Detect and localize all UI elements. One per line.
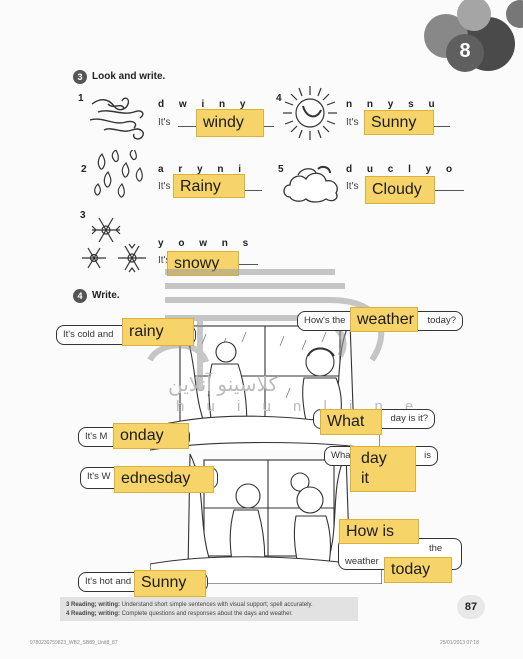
answer-sunny[interactable]: Sunny (134, 570, 206, 597)
item-5-answer[interactable]: Cloudy (365, 176, 435, 204)
answer-wednesday[interactable]: ednesday (114, 466, 214, 493)
item-5-number: 5 (278, 164, 284, 175)
item-3-number: 3 (80, 210, 86, 221)
bubble-8-text: It's hot and (85, 576, 132, 587)
item-1-prefix: It's (158, 117, 171, 128)
sunny-window-scene (150, 441, 382, 584)
answer-day: day (361, 450, 387, 467)
unit-number: 8 (459, 40, 471, 62)
item-1-letters: d w i n y (158, 99, 252, 110)
answer-how-is[interactable]: How is (339, 519, 419, 544)
item-5-letters: d u c l y o (346, 164, 459, 175)
footer-band (60, 597, 358, 621)
page-number: 87 (457, 595, 485, 619)
item-2-letters: a r y n i (158, 164, 248, 175)
footer-line-2-text: Complete questions and responses about t… (121, 611, 293, 617)
bubble-1-text: It's cold and (63, 329, 114, 340)
answer-day-it[interactable]: day it (350, 446, 416, 492)
bubble-2-end: today? (427, 315, 456, 326)
item-1-number: 1 (78, 93, 84, 104)
item-2-prefix: It's (158, 181, 171, 192)
bubble-6-end: is (424, 450, 431, 461)
bubble-3-text: day is it? (390, 413, 429, 424)
answer-it: it (361, 470, 369, 487)
item-5-prefix: It's (346, 181, 359, 192)
bubble-5-text: It's W (87, 471, 111, 482)
wind-icon (89, 97, 144, 140)
answer-weather[interactable]: weather (350, 307, 418, 332)
sun-icon (283, 86, 337, 140)
snowflakes-icon (82, 217, 146, 273)
footer-line-1-label: 3 Reading; writing: (66, 602, 120, 608)
item-4-number: 4 (276, 93, 282, 104)
item-3-prefix: It's (158, 255, 171, 266)
footer-line-2: 4 Reading; writing: Complete questions a… (66, 611, 293, 617)
footer-line-1: 3 Reading; writing: Understand short sim… (66, 602, 313, 608)
item-3-letters: y o w n s (158, 238, 255, 249)
item-1-answer[interactable]: windy (196, 109, 264, 137)
answer-rainy[interactable]: rainy (122, 318, 194, 346)
print-info-left: 9780230759823_WB2_SB89_Unit8_87 (30, 640, 118, 646)
answer-monday[interactable]: onday (113, 423, 189, 449)
answer-what[interactable]: What (320, 409, 382, 435)
bubble-6-text: What (331, 450, 354, 461)
section-4-number: 4 (73, 289, 87, 303)
section-3-number: 3 (73, 70, 87, 84)
item-4-prefix: It's (346, 117, 359, 128)
bubble-7-line2: weather (345, 556, 379, 567)
footer-line-2-label: 4 Reading; writing: (66, 611, 120, 617)
item-2-number: 2 (81, 164, 87, 175)
watermark-arabic: کلاسینو آنلاین (168, 374, 279, 396)
print-info-right: 25/01/2013 07:18 (440, 640, 479, 646)
item-2-answer[interactable]: Rainy (173, 174, 245, 198)
bubble-2-text: How's the (304, 315, 346, 326)
item-4-letters: n n y s u (346, 99, 441, 110)
footer-line-1-text: Understand short simple sentences with v… (121, 602, 313, 608)
answer-today[interactable]: today (384, 557, 452, 583)
bubble-7-line1: the (429, 543, 443, 554)
unit-decoration (424, 0, 523, 72)
section-3-title: Look and write. (92, 71, 166, 82)
item-4-answer[interactable]: Sunny (364, 110, 434, 135)
section-4-title: Write. (92, 290, 120, 301)
raindrops-icon (94, 150, 143, 198)
cloud-icon (283, 165, 338, 203)
bubble-4-text: It's M (85, 431, 108, 442)
